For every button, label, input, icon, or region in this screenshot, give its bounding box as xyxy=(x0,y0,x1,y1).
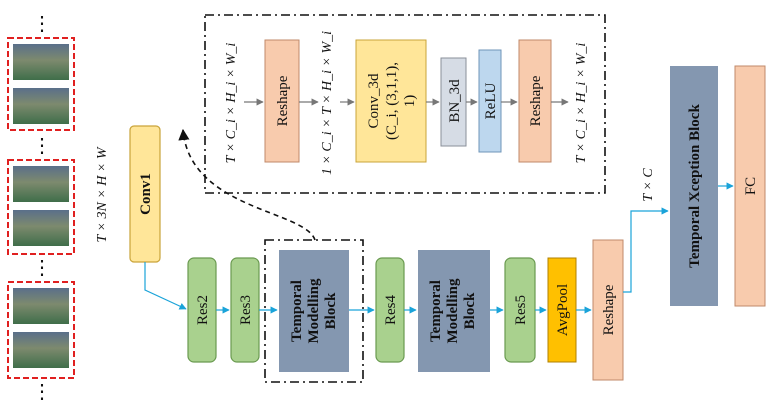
video-frame xyxy=(13,44,69,80)
detail-relu-block xyxy=(478,49,502,153)
conv1-label: Conv1 xyxy=(138,173,154,215)
ellipsis: ⋮ xyxy=(32,257,52,279)
frame-group-1 xyxy=(7,37,75,131)
video-frame xyxy=(13,166,69,202)
res5-label: Res5 xyxy=(513,295,529,325)
detail-in-shape: T × C_i × H_i × W_i xyxy=(224,43,239,164)
detail-conv3d-block xyxy=(355,39,427,163)
txb-block xyxy=(670,66,718,306)
avgpool-block xyxy=(547,257,577,363)
fc-label: FC xyxy=(743,177,759,195)
res2-label: Res2 xyxy=(195,295,211,325)
detail-relu-label: ReLU xyxy=(483,83,499,120)
detail-conv3d-line3: 1) xyxy=(402,95,418,108)
detail-panel: T × C_i × H_i × W_i Reshape 1 × C_i × T … xyxy=(204,14,606,194)
detail-reshape2-label: Reshape xyxy=(528,75,544,126)
tc-label: T × C xyxy=(641,168,656,202)
tmb2-label-line2: Modelling xyxy=(445,278,461,344)
tmb1-block xyxy=(279,250,349,372)
input-shape-label: T × 3N × H × W xyxy=(95,146,110,242)
detail-conv3d-line1: Conv_3d xyxy=(366,73,382,129)
frame-group-2 xyxy=(7,159,75,255)
res3-label: Res3 xyxy=(238,295,254,325)
avgpool-label: AvgPool xyxy=(555,284,571,336)
detail-bn3d-block xyxy=(440,57,467,147)
detail-reshape1-label: Reshape xyxy=(275,75,291,126)
frame-group-3 xyxy=(7,281,75,379)
reshape-main-block xyxy=(592,239,624,381)
fc-block xyxy=(734,65,766,307)
zoom-connector xyxy=(178,128,316,241)
tmb1-label-line2: Modelling xyxy=(306,278,322,344)
detail-bn3d-label: BN_3d xyxy=(447,79,463,123)
tmb1-highlight xyxy=(264,239,364,383)
connector-conv1-res2 xyxy=(144,262,187,310)
ellipsis: ⋮ xyxy=(32,135,52,157)
res4-label: Res4 xyxy=(383,295,399,326)
tmb1-label-line3: Block xyxy=(323,292,339,329)
detail-out-shape: T × C_i × H_i × W_i xyxy=(574,43,589,164)
detail-mid-shape: 1 × C_i × T × H_i × W_i xyxy=(320,31,335,175)
tmb2-label-line1: Temporal xyxy=(428,280,444,342)
tmb2-label-line3: Block xyxy=(462,292,478,329)
input-frames: ⋮ ⋮ ⋮ ⋮ xyxy=(7,13,75,403)
detail-reshape1-block xyxy=(264,39,300,163)
tmb1-label-line1: Temporal xyxy=(289,280,305,342)
video-frame xyxy=(13,332,69,368)
video-frame xyxy=(13,210,69,246)
reshape-main-label: Reshape xyxy=(601,284,617,335)
video-frame xyxy=(13,88,69,124)
video-frame xyxy=(13,288,69,324)
connector-reshape-txb xyxy=(623,207,669,293)
ellipsis-bottom: ⋮ xyxy=(32,381,52,403)
detail-reshape2-block xyxy=(518,39,552,163)
detail-conv3d-line2: (C_i, (3,1,1), xyxy=(384,62,400,140)
tmb2-block xyxy=(418,250,490,372)
txb-label: Temporal Xception Block xyxy=(687,104,703,268)
ellipsis-top: ⋮ xyxy=(32,13,52,35)
